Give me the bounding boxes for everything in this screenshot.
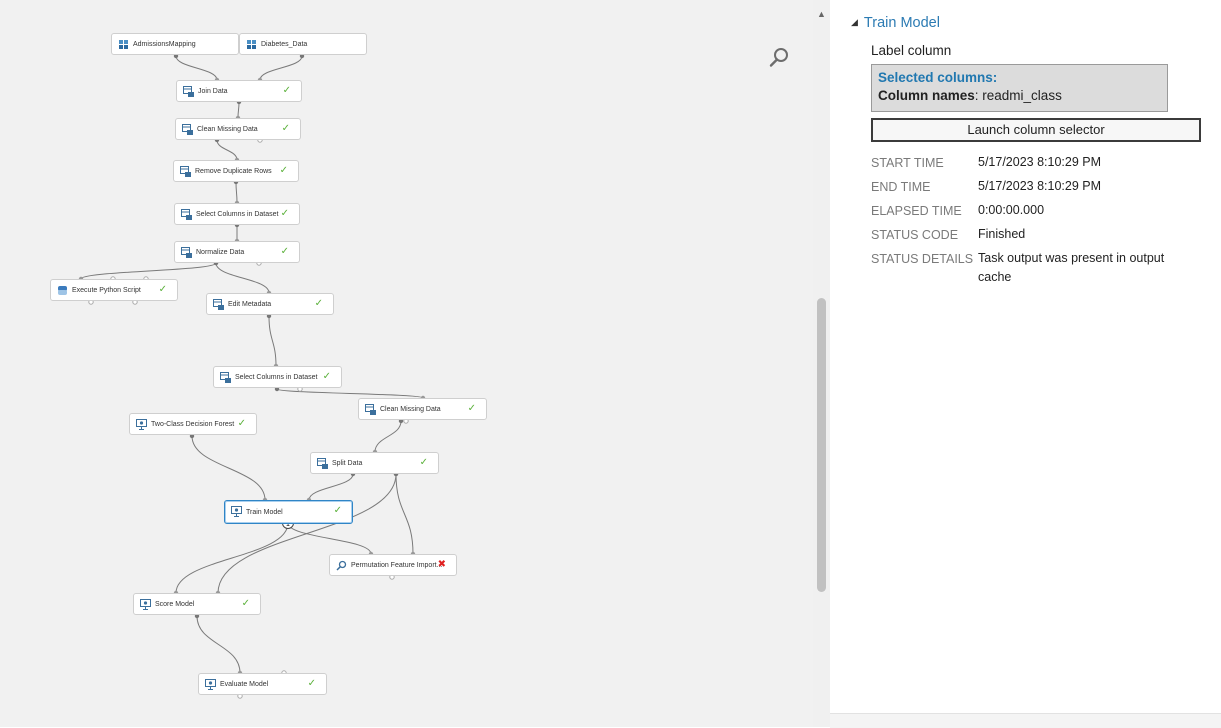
node-diabetes-data[interactable]: Diabetes_Data (239, 33, 367, 55)
dataset-icon (118, 39, 129, 50)
node-two-class-decision-forest[interactable]: Two-Class Decision Forest ✓ (129, 413, 257, 435)
success-check-icon: ✓ (279, 165, 288, 176)
dataset-icon (246, 39, 257, 50)
info-value: 5/17/2023 8:10:29 PM (978, 179, 1102, 193)
module-icon (181, 247, 192, 258)
module-icon (180, 166, 191, 177)
connection-wire (80, 262, 217, 280)
module-icon (182, 124, 193, 135)
connection-wire (268, 315, 277, 367)
info-key: END TIME (871, 180, 931, 194)
connection-wire (276, 388, 424, 399)
success-check-icon: ✓ (280, 208, 289, 219)
connection-wire (175, 522, 289, 594)
selected-columns-title: Selected columns: (878, 70, 998, 85)
python-icon (57, 285, 68, 296)
success-check-icon: ✓ (467, 403, 476, 414)
node-normalize-data[interactable]: Normalize Data ✓ (174, 241, 300, 263)
panel-bottom-bar (830, 713, 1221, 728)
connection-wire (216, 139, 238, 161)
column-names-value: : readmi_class (974, 88, 1062, 103)
success-check-icon: ✓ (307, 678, 316, 689)
node-clean-missing-data-2[interactable]: Clean Missing Data ✓ (358, 398, 487, 420)
node-evaluate-model[interactable]: Evaluate Model ✓ (198, 673, 327, 695)
connection-wire (374, 420, 402, 453)
module-icon (213, 299, 224, 310)
canvas-search-icon[interactable] (768, 45, 792, 69)
selected-columns-box: Selected columns: Column names: readmi_c… (871, 64, 1168, 112)
info-key: START TIME (871, 156, 944, 170)
connection-wire (191, 435, 266, 501)
connection-wire (235, 181, 238, 204)
launch-column-selector-button[interactable]: Launch column selector (871, 118, 1201, 142)
success-check-icon: ✓ (158, 284, 167, 295)
connection-wire (196, 615, 241, 674)
success-check-icon: ✓ (282, 85, 291, 96)
node-join-data[interactable]: Join Data ✓ (176, 80, 302, 102)
node-split-data[interactable]: Split Data ✓ (310, 452, 439, 474)
connection-wire (175, 55, 218, 81)
vertical-scrollbar[interactable]: ▲ (813, 0, 830, 727)
column-names-line: Column names: readmi_class (878, 88, 1161, 103)
node-edit-metadata[interactable]: Edit Metadata ✓ (206, 293, 334, 315)
label-column-label: Label column (871, 43, 952, 58)
node-train-model[interactable]: Train Model ✓ (224, 500, 353, 524)
info-value: Finished (978, 227, 1026, 241)
module-icon (183, 86, 194, 97)
info-value: 5/17/2023 8:10:29 PM (978, 155, 1102, 169)
node-permutation-feature-importance[interactable]: Permutation Feature Import... ✖ (329, 554, 457, 576)
node-clean-missing-data-1[interactable]: Clean Missing Data ✓ (175, 118, 301, 140)
column-names-key: Column names (878, 88, 975, 103)
magnifier-icon (336, 560, 347, 571)
connection-wire (287, 522, 372, 555)
connection-wires: 1 (78, 53, 426, 699)
success-check-icon: ✓ (419, 457, 428, 468)
model-icon (231, 506, 242, 517)
success-check-icon: ✓ (322, 371, 331, 382)
scroll-up-arrow-icon[interactable]: ▲ (817, 9, 826, 19)
connection-wire (215, 262, 270, 294)
connection-wire (308, 473, 354, 501)
info-key: ELAPSED TIME (871, 204, 962, 218)
success-check-icon: ✓ (237, 418, 246, 429)
success-check-icon: ✓ (241, 598, 250, 609)
connection-wire (259, 55, 303, 81)
info-key: STATUS DETAILS (871, 252, 974, 266)
node-remove-duplicate-rows[interactable]: Remove Duplicate Rows ✓ (173, 160, 299, 182)
success-check-icon: ✓ (281, 123, 290, 134)
connection-wire (237, 101, 240, 119)
module-icon (317, 458, 328, 469)
success-check-icon: ✓ (333, 505, 342, 516)
success-check-icon: ✓ (314, 298, 323, 309)
module-icon (181, 209, 192, 220)
node-select-columns-1[interactable]: Select Columns in Dataset ✓ (174, 203, 300, 225)
experiment-canvas[interactable]: 1 AdmissionsMapping Diabetes_Data Join D… (0, 0, 813, 727)
model-icon (205, 679, 216, 690)
panel-section-header[interactable]: ◢ Train Model (851, 15, 940, 31)
node-admissions-mapping[interactable]: AdmissionsMapping (111, 33, 239, 55)
model-icon (136, 419, 147, 430)
model-icon (140, 599, 151, 610)
connection-wire (395, 473, 414, 555)
node-score-model[interactable]: Score Model ✓ (133, 593, 261, 615)
collapse-triangle-icon[interactable]: ◢ (851, 17, 858, 27)
module-icon (365, 404, 376, 415)
properties-panel: ◢ Train Model Label column Selected colum… (830, 0, 1221, 728)
info-value: Task output was present in output cache (978, 251, 1165, 284)
port-badge-label: 1 (286, 521, 290, 528)
module-icon (220, 372, 231, 383)
scrollbar-thumb[interactable] (817, 298, 826, 592)
success-check-icon: ✓ (280, 246, 289, 257)
info-value: 0:00:00.000 (978, 203, 1045, 217)
panel-title: Train Model (863, 15, 940, 31)
info-key: STATUS CODE (871, 228, 959, 242)
error-x-icon: ✖ (437, 559, 446, 570)
node-execute-python-script[interactable]: Execute Python Script ✓ (50, 279, 178, 301)
node-select-columns-2[interactable]: Select Columns in Dataset ✓ (213, 366, 342, 388)
